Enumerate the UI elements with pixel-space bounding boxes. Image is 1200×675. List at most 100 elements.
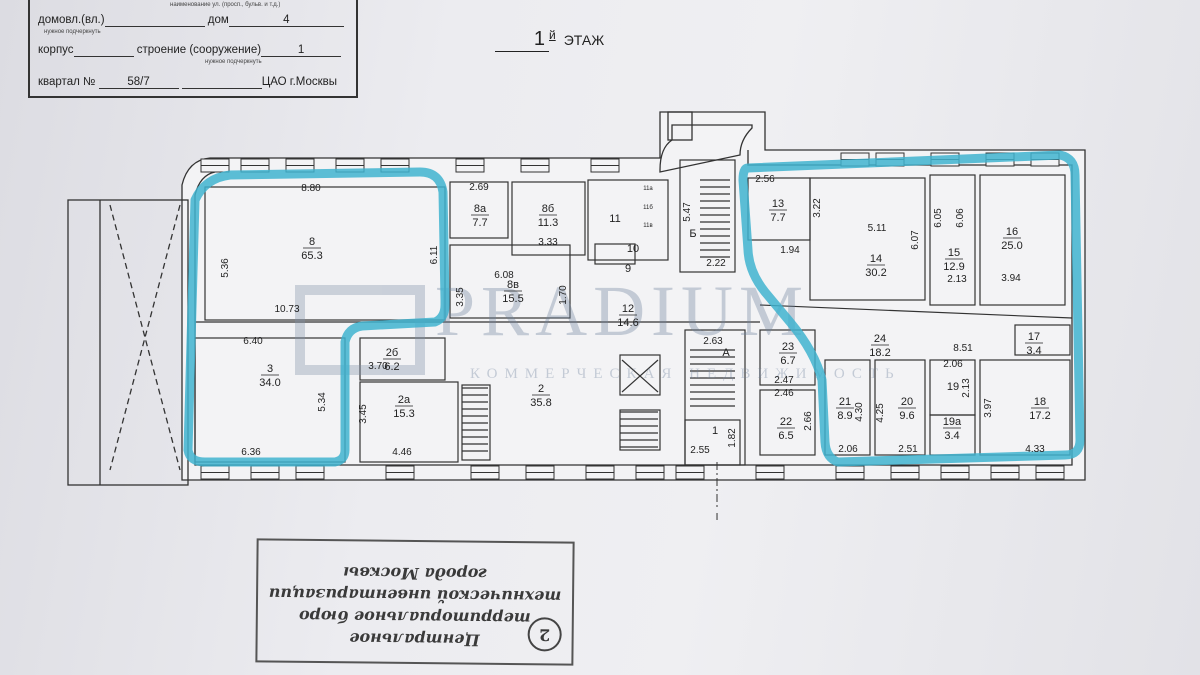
dimension-label: 2.66	[803, 411, 814, 431]
stamp-line: города Москвы	[343, 563, 488, 584]
porch-steps	[667, 111, 693, 141]
room-number: 12	[622, 303, 634, 315]
room-number: 14	[870, 253, 882, 265]
outer-wall	[181, 111, 1086, 481]
room-number: 19	[947, 381, 959, 393]
stamp-line: Центральное	[349, 629, 481, 650]
dimension-label: 6.08	[494, 270, 514, 281]
room-area: 9.6	[899, 410, 914, 422]
room-number: 2	[538, 383, 544, 395]
room-area: 7.7	[770, 212, 785, 224]
room-number: 2а	[398, 394, 411, 406]
dimension-label: 6.40	[243, 336, 263, 347]
room-outline	[1014, 324, 1071, 356]
watermark-brand: PRADIUM	[435, 271, 809, 351]
room-outline	[594, 243, 636, 265]
dimension-label: 3.33	[538, 237, 558, 248]
room-area: 6.7	[780, 355, 795, 367]
room-number: 11а	[643, 186, 653, 192]
dimension-label: 2.63	[703, 336, 723, 347]
stamp-line: технической инвентаризации	[268, 584, 562, 607]
room-number: 22	[780, 416, 792, 428]
kvartal-label: квартал №	[38, 76, 96, 88]
dimension-label: 2.46	[774, 388, 794, 399]
room-number: 9	[625, 263, 631, 275]
section-mark: I	[716, 512, 719, 523]
stamp-number: 2	[527, 617, 562, 652]
room-number: 8б	[542, 203, 554, 215]
room-outline	[449, 181, 509, 239]
room-outline	[619, 354, 661, 396]
room-number: А	[722, 347, 730, 359]
korpus-row: корпус строение (сооружение)1	[38, 44, 342, 57]
dimension-label: 3.97	[983, 398, 994, 418]
room-number: 21	[839, 396, 851, 408]
underline-hint-2: нужное подчеркнуть	[205, 59, 262, 65]
dimension-label: 3.35	[455, 287, 466, 307]
room-number: 1	[712, 425, 718, 437]
room-outline	[759, 389, 816, 456]
dimension-label: 2.06	[838, 444, 858, 455]
dimension-label: 2.22	[706, 258, 726, 269]
room-number: 19а	[943, 416, 962, 428]
room-outline	[511, 181, 586, 256]
kvartal-row: квартал № 58/7 ЦАО г.Москвы	[38, 76, 337, 89]
room-number: 15	[948, 247, 960, 259]
dimension-label: 2.47	[774, 375, 794, 386]
highlight-right-block	[738, 150, 1085, 467]
dimension-label: 5.47	[682, 202, 693, 222]
dimension-label: 6.07	[910, 230, 921, 250]
dimension-label: 3.22	[812, 198, 823, 218]
dimension-label: 4.33	[1025, 444, 1045, 455]
corridor-wall	[759, 304, 1073, 319]
dimension-label: 5.36	[220, 258, 231, 278]
dimension-label: 1.94	[780, 245, 800, 256]
address-header-box: наименование ул. (просп., бульв. и т.д.)…	[28, 0, 358, 98]
district: ЦАО г.Москвы	[261, 76, 338, 88]
room-outline	[359, 337, 446, 381]
room-area: 3.4	[944, 430, 959, 442]
room-area: 14.6	[617, 317, 638, 329]
dimension-label: 2.51	[898, 444, 918, 455]
room-area: 7.7	[472, 217, 487, 229]
room-area: 15.5	[502, 293, 523, 305]
dimension-label: 6.06	[955, 208, 966, 228]
walls	[67, 111, 1086, 486]
room-area: 18.2	[869, 347, 890, 359]
dimension-label: 4.30	[854, 402, 865, 422]
room-outline	[929, 174, 976, 306]
dimension-label: 3.70	[368, 361, 388, 372]
dimension-label: 1.70	[558, 285, 569, 305]
dimension-label: 2.56	[755, 174, 775, 185]
floor-label: ЭТАЖ	[563, 32, 605, 48]
dimension-label: 10.73	[274, 304, 299, 315]
domovl-label: домовл.(вл.)	[38, 14, 105, 26]
dimension-labels: 8.805.366.1110.732.693.336.081.703.356.4…	[220, 174, 1045, 458]
dimension-label: 2.06	[943, 359, 963, 370]
room-number: 8а	[474, 203, 487, 215]
room-number: 23	[782, 341, 794, 353]
room-number: 16	[1006, 226, 1018, 238]
dimension-label: 1.82	[727, 428, 738, 448]
dimension-label: 3.94	[1001, 273, 1021, 284]
annex-diagonal	[109, 204, 181, 471]
dimension-label: 4.46	[392, 447, 412, 458]
room-area: 17.2	[1029, 410, 1050, 422]
room-number: 18	[1034, 396, 1046, 408]
room-outline	[587, 179, 669, 261]
highlight-left-block	[183, 167, 450, 467]
room-number: 11в	[643, 223, 652, 229]
room-area: 11.3	[538, 217, 559, 229]
room-outline	[449, 244, 571, 319]
room-area: 6.5	[778, 430, 793, 442]
room-area: 6.2	[384, 361, 399, 373]
room-labels: 865.38а7.78б11.38в15.511109Б1214.6334.02…	[259, 186, 1050, 442]
annex-diagonal	[109, 204, 181, 471]
dimension-label: 2.55	[690, 445, 710, 456]
dimension-label: 5.34	[317, 392, 328, 412]
room-number: 13	[772, 198, 784, 210]
room-area: 3.4	[1026, 345, 1041, 357]
